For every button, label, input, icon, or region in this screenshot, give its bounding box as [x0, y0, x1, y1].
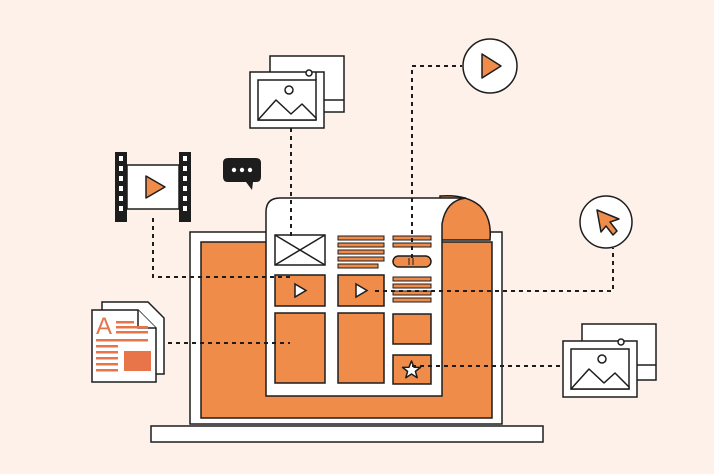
play-icon: [294, 282, 308, 299]
video-block-2[interactable]: [337, 274, 385, 307]
star-icon: [401, 360, 422, 379]
cursor-arrow-icon: [596, 209, 620, 236]
image-stack-icon-top: [249, 55, 345, 129]
content-block-tall-2: [337, 312, 385, 384]
text-lines: [392, 276, 432, 303]
document-icon: A: [91, 301, 165, 383]
content-block-tall-1: [274, 312, 326, 384]
content-block-small: [392, 313, 432, 345]
favorite-block[interactable]: [392, 354, 432, 385]
image-placeholder-icon: [274, 234, 326, 266]
chat-bubble-icon: [223, 158, 261, 190]
document-letter: A: [96, 313, 112, 340]
laptop-base: [150, 425, 544, 443]
image-stack-icon-right: [562, 323, 657, 398]
play-icon: [355, 282, 369, 299]
text-lines: [337, 235, 385, 269]
connector-lines: [152, 65, 614, 367]
page-curl: [439, 194, 492, 241]
play-circle-icon[interactable]: [462, 38, 518, 94]
film-strip-icon: [115, 152, 191, 222]
video-block-1[interactable]: [274, 274, 326, 307]
webpage-card: [265, 194, 492, 397]
cursor-circle-icon[interactable]: [579, 195, 633, 249]
